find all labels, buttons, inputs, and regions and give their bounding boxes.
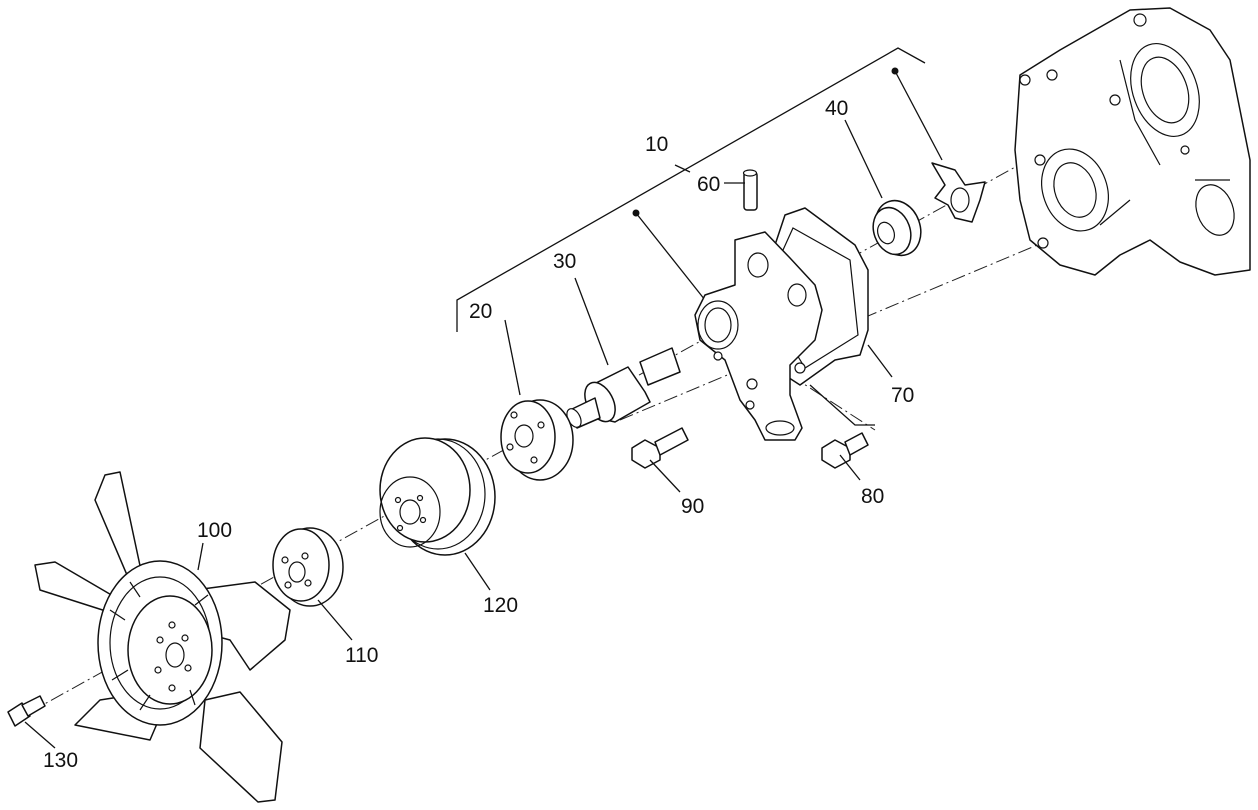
bolt-90 (631, 427, 689, 469)
spacer (272, 527, 344, 607)
fan (34, 471, 291, 803)
pulley (379, 437, 496, 556)
dowel-pin (742, 169, 758, 211)
callout-80: 80 (861, 485, 884, 508)
seal (872, 199, 922, 257)
callout-70: 70 (891, 384, 914, 407)
callout-90: 90 (681, 495, 704, 518)
assembly-bracket (456, 47, 943, 332)
callouts: 10 20 30 40 60 70 80 90 100 110 120 130 (43, 97, 914, 772)
leader-lines (24, 119, 893, 749)
callout-30: 30 (553, 250, 576, 273)
bolt-130 (7, 695, 46, 727)
callout-120: 120 (483, 594, 518, 617)
callout-10: 10 (645, 133, 668, 156)
flange-hub (500, 399, 574, 481)
callout-110: 110 (345, 644, 378, 667)
shaft-bearing (566, 347, 681, 429)
callout-100: 100 (197, 519, 232, 542)
bolt-80 (821, 432, 869, 469)
callout-20: 20 (469, 300, 492, 323)
pump-body (694, 231, 823, 441)
callout-130: 130 (43, 749, 78, 772)
engine-housing (1014, 7, 1251, 276)
callout-60: 60 (697, 173, 720, 196)
callout-40: 40 (825, 97, 848, 120)
impeller (931, 162, 986, 223)
